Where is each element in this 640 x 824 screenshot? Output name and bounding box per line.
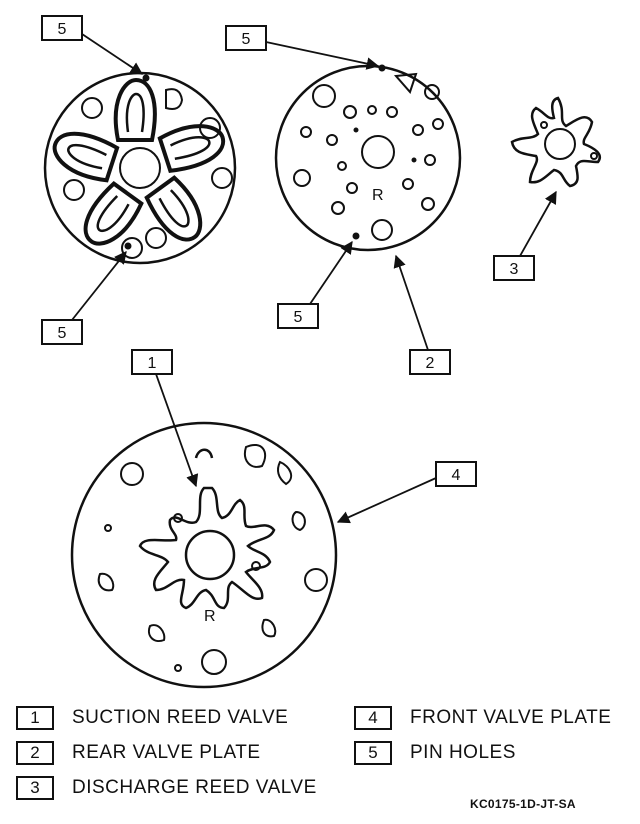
- svg-text:5: 5: [242, 31, 251, 48]
- front-plate-r-mark: R: [204, 608, 216, 625]
- legend-item-rear-valve-plate: 2 REAR VALVE PLATE: [16, 741, 261, 765]
- leader-suction-reed-valve: [155, 373, 199, 488]
- leader-discharge-reed-valve: [519, 190, 557, 257]
- legend-item-discharge-reed-valve: 3 DISCHARGE REED VALVE: [16, 776, 317, 800]
- reed-petal: [52, 131, 120, 183]
- figure-code: KC0175-1D-JT-SA: [470, 797, 576, 811]
- callout-suction-reed-valve: 1: [131, 349, 173, 375]
- callout-pin-holes-lower-middle: 5: [277, 303, 319, 329]
- leader-pin-holes-lower-left: [71, 251, 127, 321]
- callout-pin-holes-top-middle: 5: [225, 25, 267, 51]
- leader-pin-holes-top-middle: [265, 41, 380, 70]
- legend-number-box: 2: [16, 741, 54, 765]
- leader-pin-holes-lower-middle: [309, 240, 353, 305]
- reed-petal: [83, 181, 144, 246]
- discharge-reed-valve: [510, 96, 601, 188]
- legend-item-front-valve-plate: 4 FRONT VALVE PLATE: [354, 706, 611, 730]
- svg-text:4: 4: [452, 467, 461, 484]
- svg-text:5: 5: [58, 325, 67, 342]
- rear-plate-r-mark: R: [372, 187, 384, 204]
- legend-label: DISCHARGE REED VALVE: [72, 777, 317, 798]
- svg-text:5: 5: [58, 21, 67, 38]
- legend-label: SUCTION REED VALVE: [72, 707, 289, 728]
- legend-item-pin-holes: 5 PIN HOLES: [354, 741, 516, 765]
- callout-rear-valve-plate: 2: [409, 349, 451, 375]
- leader-rear-valve-plate: [393, 254, 429, 351]
- legend-number-box: 5: [354, 741, 392, 765]
- svg-text:5: 5: [294, 309, 303, 326]
- callout-front-valve-plate: 4: [435, 461, 477, 487]
- legend-label: REAR VALVE PLATE: [72, 742, 261, 763]
- svg-text:3: 3: [510, 261, 519, 278]
- legend-number-box: 1: [16, 706, 54, 730]
- rear-valve-plate: R: [274, 64, 462, 252]
- legend-label: PIN HOLES: [410, 742, 516, 763]
- callout-discharge-reed-valve: 3: [493, 255, 535, 281]
- reed-petal: [113, 77, 157, 142]
- callout-pin-holes-top-left: 5: [41, 15, 83, 41]
- leader-pin-holes-top-left: [81, 33, 144, 75]
- legend-label: FRONT VALVE PLATE: [410, 707, 612, 728]
- svg-text:1: 1: [148, 355, 157, 372]
- reed-petal: [144, 175, 203, 242]
- reed-petal: [157, 124, 226, 173]
- svg-text:2: 2: [426, 355, 435, 372]
- leader-lines: [71, 33, 557, 524]
- callout-pin-holes-lower-left: 5: [41, 319, 83, 345]
- legend-item-suction-reed-valve: 1 SUCTION REED VALVE: [16, 706, 288, 730]
- suction-reed-plate: [43, 71, 237, 265]
- legend-number-box: 4: [354, 706, 392, 730]
- legend-number-box: 3: [16, 776, 54, 800]
- leader-front-valve-plate: [336, 477, 437, 524]
- front-valve-plate: R: [70, 421, 338, 689]
